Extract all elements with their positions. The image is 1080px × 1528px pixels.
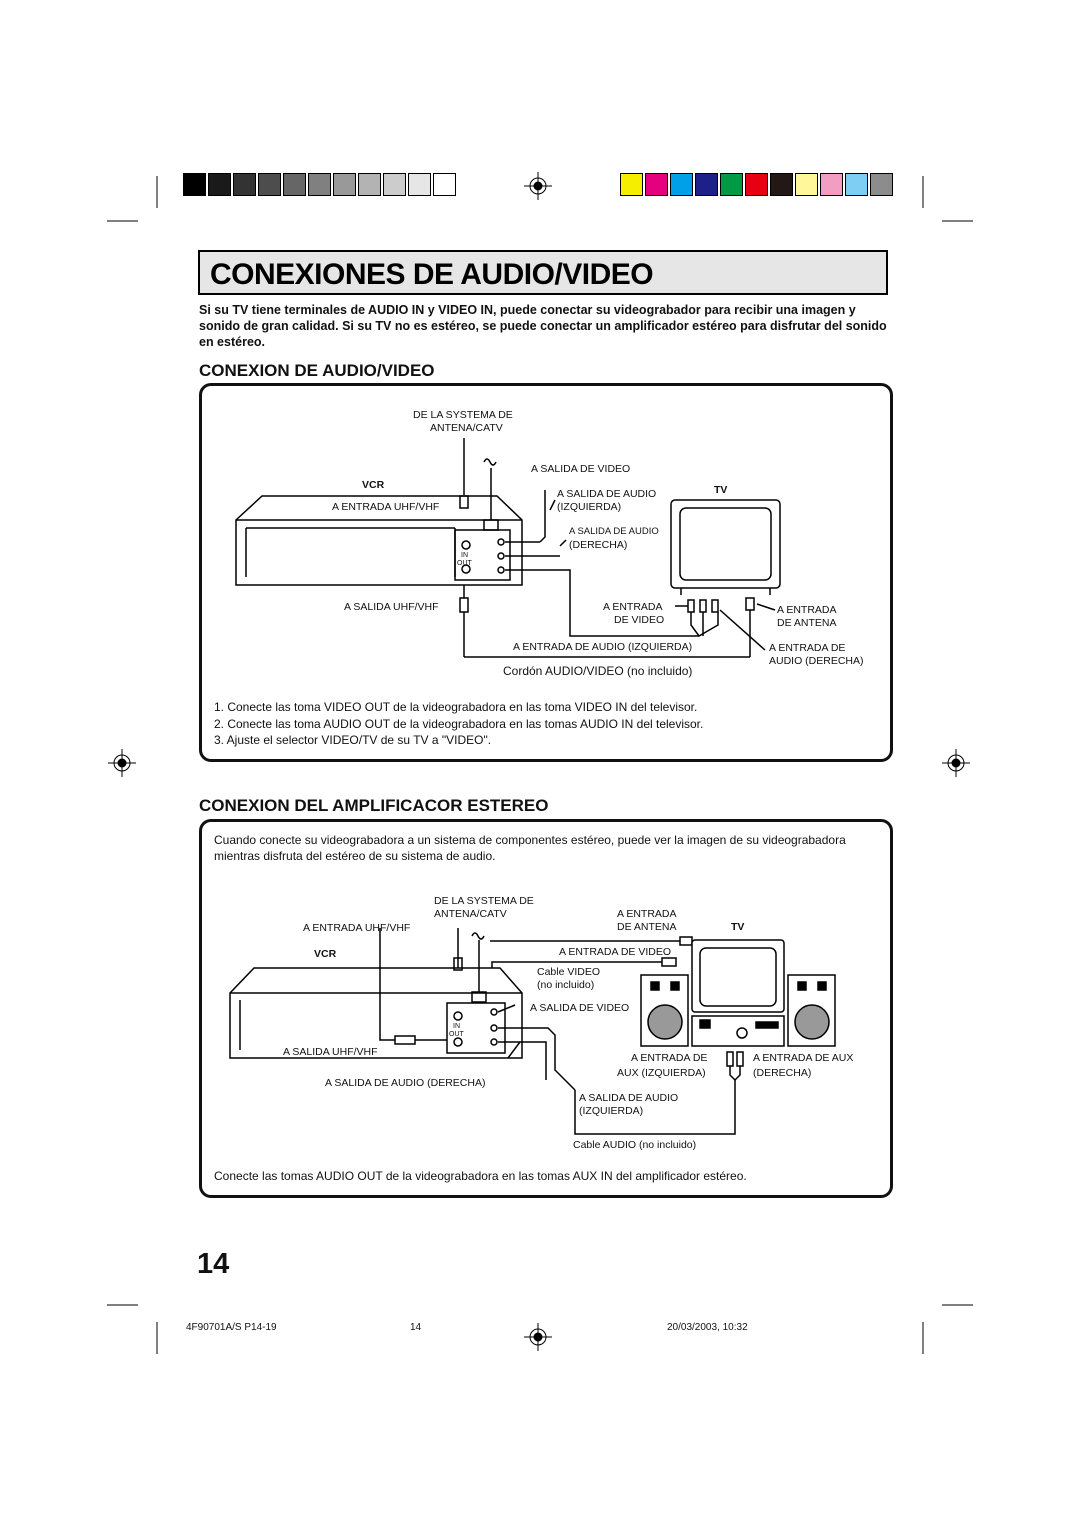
footer-left: 4F90701A/S P14-19 <box>186 1322 277 1333</box>
vcr-label: VCR <box>362 479 385 491</box>
s2-uhf-in-label: A ENTRADA UHF/VHF <box>303 922 411 934</box>
out-jack-label: OUT <box>457 560 472 567</box>
calibration-swatch <box>333 173 356 196</box>
page-title: CONEXIONES DE AUDIO/VIDEO <box>210 258 654 291</box>
calibration-swatch <box>183 173 206 196</box>
calibration-swatch <box>208 173 231 196</box>
s2-antenna-in-label-2: DE ANTENA <box>617 921 677 933</box>
calibration-swatch <box>308 173 331 196</box>
calibration-swatch <box>358 173 381 196</box>
cord-label: Cordón AUDIO/VIDEO (no incluido) <box>503 664 693 678</box>
s2-aux-right-label: A ENTRADA DE AUX <box>753 1052 854 1064</box>
calibration-swatch <box>233 173 256 196</box>
footer-center: 14 <box>410 1322 422 1333</box>
calibration-swatch <box>870 173 893 196</box>
section2-heading: CONEXION DEL AMPLIFICACOR ESTEREO <box>199 796 549 815</box>
s2-audio-out-left-label-2: (IZQUIERDA) <box>579 1105 644 1117</box>
s2-audio-out-left-label: A SALIDA DE AUDIO <box>579 1092 679 1104</box>
s2-out-jack-label: OUT <box>449 1031 464 1038</box>
footer-right: 20/03/2003, 10:32 <box>667 1322 748 1333</box>
audio-out-left-label: A SALIDA DE AUDIO <box>557 488 657 500</box>
s2-cable-video-label-2: (no incluido) <box>537 979 595 991</box>
in-jack-label: IN <box>461 552 468 559</box>
calibration-swatch <box>670 173 693 196</box>
calibration-swatch <box>695 173 718 196</box>
s2-uhf-out-label: A SALIDA UHF/VHF <box>283 1046 378 1058</box>
audio-in-left-label: A ENTRADA DE AUDIO (IZQUIERDA) <box>513 641 693 653</box>
s2-antenna-in-label: A ENTRADA <box>617 908 677 920</box>
step-1: 1. Conecte las toma VIDEO OUT de la vide… <box>214 700 698 714</box>
calibration-swatch <box>845 173 868 196</box>
audio-in-right-label-2: AUDIO (DERECHA) <box>769 655 864 667</box>
s2-cable-audio-label: Cable AUDIO (no incluido) <box>573 1139 697 1151</box>
s2-cable-video-label: Cable VIDEO <box>537 966 601 978</box>
antenna-source-label-2: ANTENA/CATV <box>430 422 503 434</box>
section1-heading: CONEXION DE AUDIO/VIDEO <box>199 361 435 380</box>
s2-audio-out-right-label: A SALIDA DE AUDIO (DERECHA) <box>325 1077 486 1089</box>
s2-tv-label: TV <box>731 921 745 933</box>
s2-video-out-label: A SALIDA DE VIDEO <box>530 1002 630 1014</box>
step-2: 2. Conecte las toma AUDIO OUT de la vide… <box>214 717 704 731</box>
uhf-in-label: A ENTRADA UHF/VHF <box>332 501 440 513</box>
intro-paragraph: Si su TV tiene terminales de AUDIO IN y … <box>199 303 887 349</box>
calibration-swatch <box>720 173 743 196</box>
uhf-out-label: A SALIDA UHF/VHF <box>344 601 439 613</box>
calibration-swatch <box>283 173 306 196</box>
antenna-in-label: A ENTRADA <box>777 604 837 616</box>
crosshair-icon <box>108 172 970 1351</box>
s2-antenna-source-label: DE LA SYSTEMA DE <box>434 895 534 907</box>
title-banner: CONEXIONES DE AUDIO/VIDEO <box>198 250 888 295</box>
stereo-amplifier-panel <box>199 819 893 1198</box>
antenna-in-label-2: DE ANTENA <box>777 617 837 629</box>
s2-aux-left-label-2: AUX (IZQUIERDA) <box>617 1067 706 1079</box>
section2-intro: Cuando conecte su videograbadora a un si… <box>214 833 846 863</box>
video-in-label: A ENTRADA <box>603 601 663 613</box>
video-in-label-2: DE VIDEO <box>614 614 665 626</box>
s2-aux-right-label-2: (DERECHA) <box>753 1067 812 1079</box>
calibration-swatch <box>770 173 793 196</box>
calibration-swatch <box>620 173 643 196</box>
calibration-swatch <box>795 173 818 196</box>
calibration-swatch <box>745 173 768 196</box>
calibration-swatch <box>433 173 456 196</box>
s2-in-jack-label: IN <box>453 1023 460 1030</box>
video-out-label: A SALIDA DE VIDEO <box>531 463 631 475</box>
page-number: 14 <box>197 1248 230 1280</box>
calibration-swatch <box>258 173 281 196</box>
audio-in-right-label: A ENTRADA DE <box>769 642 846 654</box>
audio-out-right-label: A SALIDA DE AUDIO <box>569 526 659 537</box>
s2-vcr-label: VCR <box>314 948 337 960</box>
s2-antenna-source-label-2: ANTENA/CATV <box>434 908 507 920</box>
s2-video-in-label: A ENTRADA DE VIDEO <box>559 946 672 958</box>
tv-label: TV <box>714 484 728 496</box>
calibration-swatch <box>645 173 668 196</box>
calibration-swatch <box>383 173 406 196</box>
antenna-source-label: DE LA SYSTEMA DE <box>413 409 513 421</box>
audio-out-left-label-2: (IZQUIERDA) <box>557 501 622 513</box>
calibration-swatch <box>820 173 843 196</box>
section2-note: Conecte las tomas AUDIO OUT de la videog… <box>214 1169 747 1183</box>
s2-aux-left-label: A ENTRADA DE <box>631 1052 708 1064</box>
audio-out-right-label-2: (DERECHA) <box>569 539 628 551</box>
av-connection-panel <box>199 383 893 762</box>
calibration-swatch <box>408 173 431 196</box>
step-3: 3. Ajuste el selector VIDEO/TV de su TV … <box>214 733 492 747</box>
